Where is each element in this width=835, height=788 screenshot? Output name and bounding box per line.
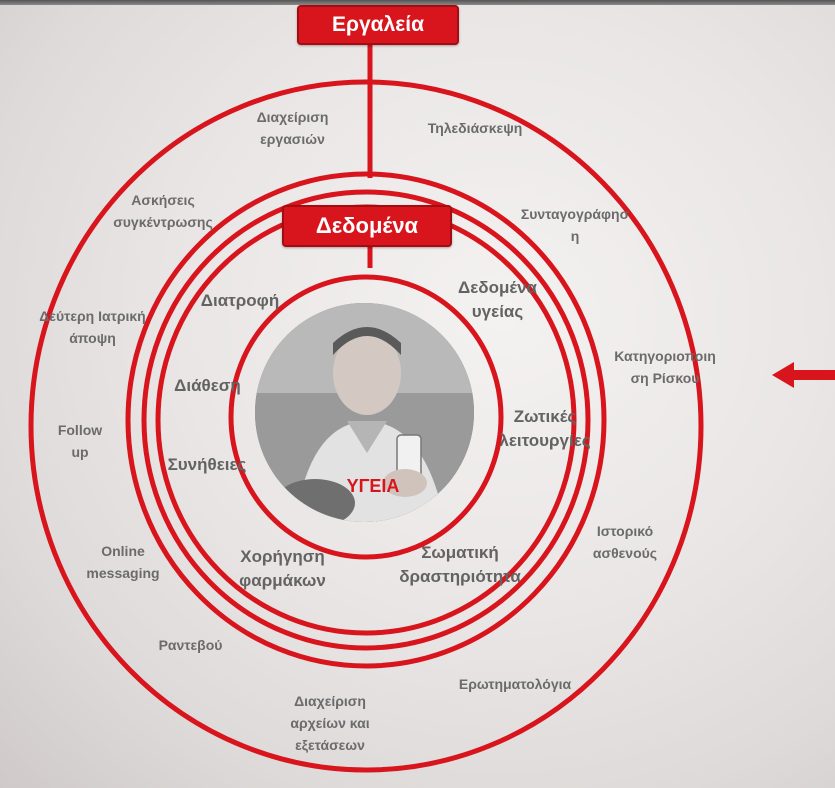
person-with-phone-photo [255,303,474,522]
label-second-opinion: Δεύτερη Ιατρική άποψη [39,308,146,346]
label-history: Ιστορικό ασθενούς [592,523,658,561]
label-activity: Σωματική δραστηριότητα [399,543,521,586]
label-task-management: Διαχείριση εργασιών [256,109,329,147]
health-label: ΥΓΕΙΑ [346,476,400,496]
label-nutrition: Διατροφή [200,291,280,310]
label-followup: Follow up [57,422,103,460]
center-photo [255,303,474,522]
data-outer-ring [141,189,591,651]
label-health-data: Δεδομένα υγείας [458,278,537,321]
outer-ring [28,79,704,773]
label-prescription: Συνταγογράφησ η [520,206,630,244]
label-habits: Συνήθειες [167,455,247,474]
label-appointments: Ραντεβού [158,637,223,653]
health-ring [228,274,504,560]
label-vitals: Ζωτικές λειτουργίες [499,407,591,450]
label-risk: Κατηγοριοποιη ση Ρίσκου [614,348,716,386]
label-mood: Διάθεση [174,376,241,395]
label-concentration: Ασκήσεις συγκέντρωσης [113,192,213,230]
label-questionnaires: Ερωτηματολόγια [458,676,572,692]
label-medication: Χορήγηση φαρμάκων [239,547,326,590]
tools-title: Εργαλεία [297,5,459,45]
label-files: Διαχείριση αρχείων και εξετάσεων [290,693,370,753]
left-arrow-icon [772,362,835,388]
data-title: Δεδομένα [282,205,452,247]
label-teleconference: Τηλεδιάσκεψη [427,120,523,136]
top-bar [0,0,835,5]
label-messaging: Online messaging [86,543,160,581]
tools-inner-ring [125,171,607,669]
